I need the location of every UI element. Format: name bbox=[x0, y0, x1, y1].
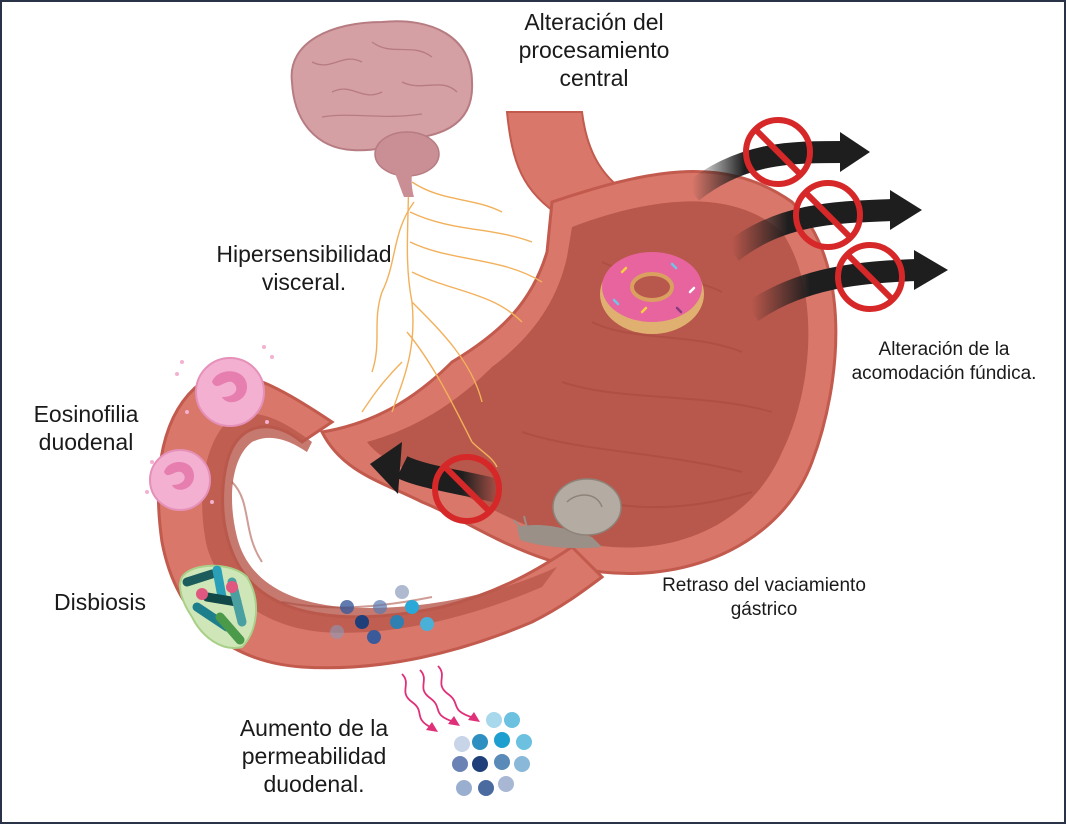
prohibited-icon bbox=[835, 242, 905, 312]
snail-icon bbox=[513, 478, 622, 549]
label-line: Disbiosis bbox=[53, 589, 147, 615]
fundic-accommodation-arrows bbox=[685, 117, 948, 322]
label-line: Eosinofilia bbox=[33, 401, 139, 427]
permeability-arrows bbox=[401, 665, 480, 732]
prohibited-icon bbox=[743, 117, 813, 187]
donut-icon bbox=[600, 252, 704, 334]
label-fundic-accommodation: Alteración de la acomodación fúndica. bbox=[834, 338, 1054, 386]
label-line: visceral. bbox=[261, 269, 347, 295]
particles-icon bbox=[330, 585, 434, 644]
label-line: Alteración de la bbox=[878, 339, 1010, 360]
label-visceral-hypersensitivity: Hipersensibilidad visceral. bbox=[194, 240, 414, 296]
label-line: Aumento de la bbox=[239, 715, 389, 741]
label-line: duodenal bbox=[38, 429, 134, 455]
label-line: duodenal. bbox=[263, 771, 365, 797]
label-duodenal-eosinophilia: Eosinofilia duodenal bbox=[16, 400, 156, 456]
label-dysbiosis: Disbiosis bbox=[40, 588, 160, 616]
prohibited-icon bbox=[432, 454, 502, 524]
gastric-emptying-arrow bbox=[370, 442, 505, 524]
arrow-icon bbox=[685, 132, 870, 201]
label-gastric-emptying-delay: Retraso del vaciamiento gástrico bbox=[614, 574, 914, 622]
particles-icon bbox=[452, 712, 532, 796]
arrow-icon bbox=[725, 190, 922, 261]
bacteria-cluster-icon bbox=[179, 564, 258, 649]
prohibited-icon bbox=[793, 180, 863, 250]
label-central-processing: Alteración del procesamiento central bbox=[494, 8, 694, 92]
label-line: Alteración del bbox=[524, 9, 664, 35]
label-line: Hipersensibilidad bbox=[216, 241, 392, 267]
eosinophil-icon bbox=[145, 449, 214, 511]
label-line: permeabilidad bbox=[241, 743, 387, 769]
label-line: procesamiento bbox=[518, 37, 670, 63]
label-line: acomodación fúndica. bbox=[851, 363, 1037, 384]
eosinophil-icon bbox=[175, 345, 274, 427]
label-line: Retraso del vaciamiento bbox=[662, 575, 866, 596]
brain-icon bbox=[290, 20, 474, 197]
label-line: gástrico bbox=[730, 599, 798, 620]
arrow-icon bbox=[745, 250, 948, 322]
label-line: central bbox=[559, 65, 629, 91]
label-duodenal-permeability: Aumento de la permeabilidad duodenal. bbox=[214, 714, 414, 798]
